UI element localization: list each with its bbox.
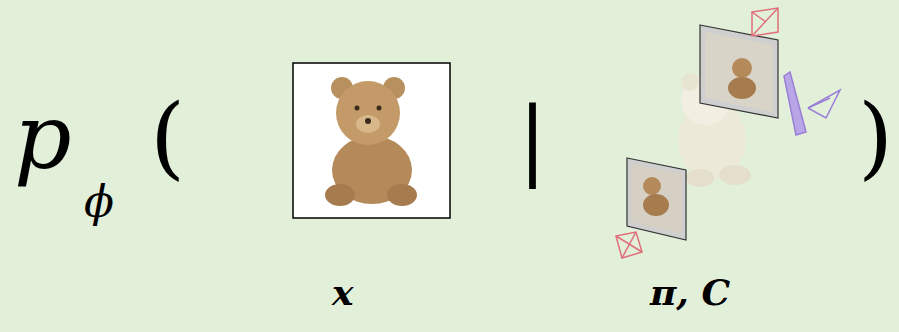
math-subscript: ϕ (84, 180, 114, 224)
math-paren: ) (858, 92, 893, 182)
bear-3d-leg (719, 165, 751, 185)
camera-icon (616, 232, 642, 258)
view-image (700, 25, 778, 118)
bear-snout (356, 115, 380, 133)
bear-3d-ear (681, 73, 699, 91)
math-paren: ( (150, 92, 185, 182)
bear-nose (365, 118, 371, 124)
math-bar: | (518, 96, 547, 182)
bear-leg (387, 184, 417, 206)
view-image-content (705, 32, 773, 112)
image-frame (293, 63, 450, 218)
bear-eye (355, 106, 360, 111)
view-image (627, 158, 686, 240)
view-image-content (631, 164, 682, 234)
math-symbol: p (14, 92, 72, 182)
variable-label: x (332, 274, 353, 310)
teddy-image (293, 63, 450, 218)
variable-label: π, C (650, 274, 730, 310)
view-bear (643, 177, 661, 195)
camera-icon (784, 72, 840, 135)
bear-head (336, 81, 400, 145)
view-bear (643, 194, 669, 216)
bear-eye (377, 106, 382, 111)
scene-3d (616, 8, 840, 258)
bear-leg (325, 184, 355, 206)
view-bear (728, 77, 756, 99)
view-bear (732, 58, 752, 78)
camera-icon (752, 8, 778, 36)
bear-3d-leg (686, 169, 714, 187)
